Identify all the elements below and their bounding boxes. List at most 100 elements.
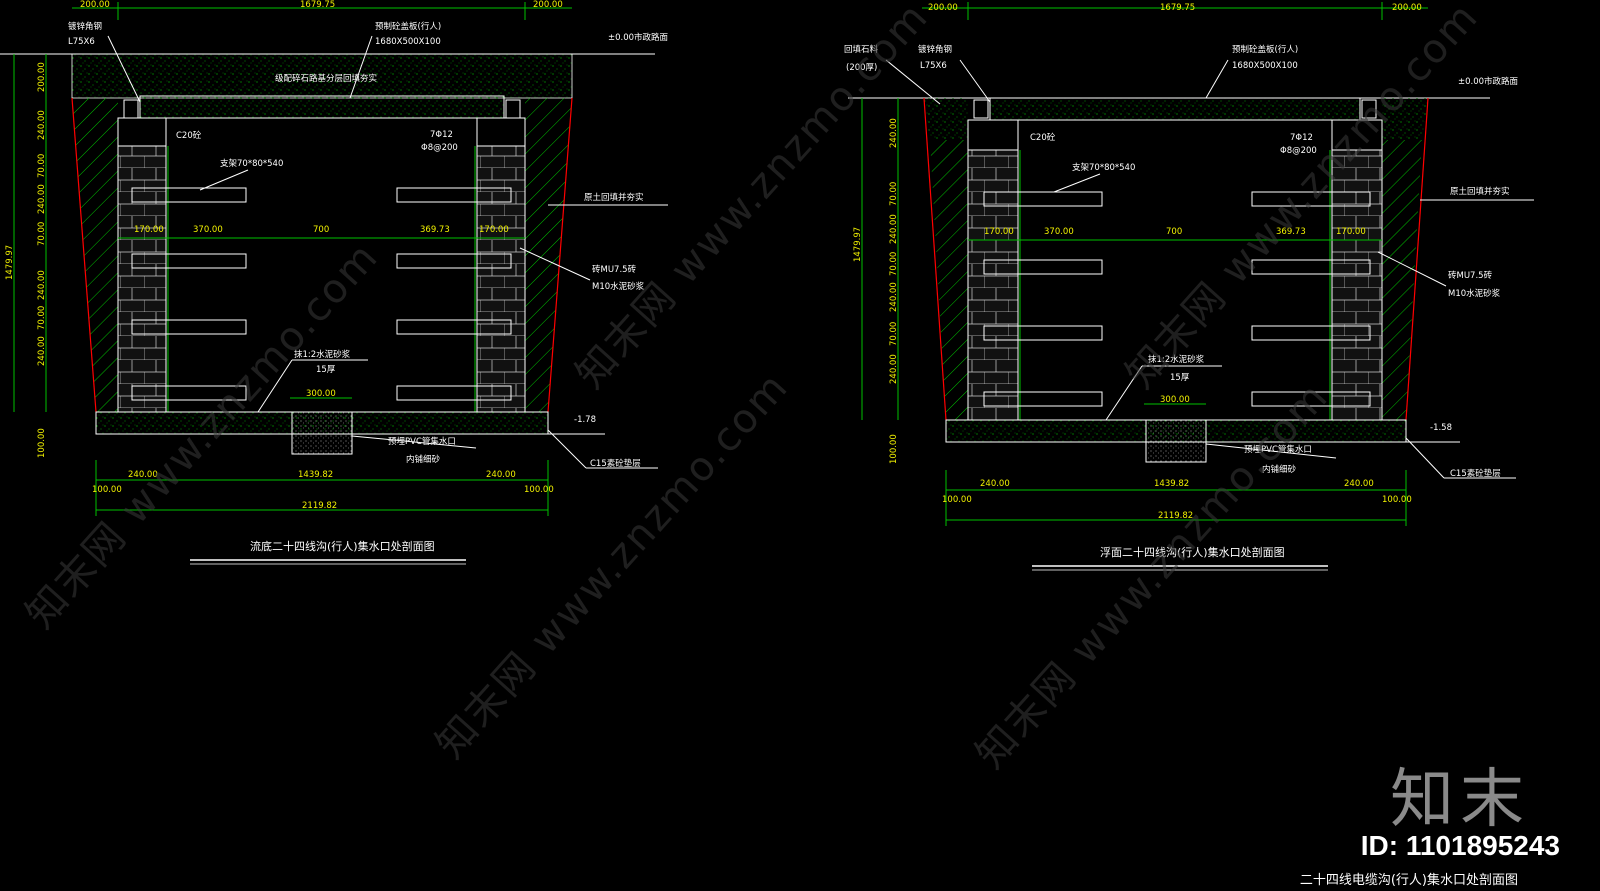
label-c15: C15素砼垫层 bbox=[1450, 468, 1501, 479]
left-dim: 240.00 bbox=[37, 336, 47, 366]
left-angle-steel bbox=[973, 99, 989, 119]
right-brick-wall bbox=[476, 145, 526, 413]
label-rebar-2: Φ8@200 bbox=[421, 143, 458, 153]
label-rebar-1: 7Φ12 bbox=[1290, 133, 1313, 143]
sump-dim: 300.00 bbox=[1160, 395, 1190, 405]
left-dim: 240.00 bbox=[37, 270, 47, 300]
bracket bbox=[131, 319, 247, 335]
bracket bbox=[131, 385, 247, 401]
left-brick-wall bbox=[117, 145, 167, 413]
bracket bbox=[131, 187, 247, 203]
left-beam bbox=[117, 117, 167, 147]
right-stone-fill bbox=[1382, 98, 1428, 140]
right-soil-hatch bbox=[525, 98, 572, 412]
right-beam bbox=[1331, 119, 1383, 151]
brand-logo: 知末 bbox=[1390, 763, 1530, 837]
annotations: 回填石料 (200厚) 镀锌角钢 L75X6 预制砼盖板(行人) 1680X50… bbox=[844, 44, 1534, 479]
left-total-dim: 1479.97 bbox=[853, 227, 863, 262]
label-brick-2: M10水泥砂浆 bbox=[1448, 288, 1501, 299]
top-dim-right: 200.00 bbox=[1392, 3, 1422, 13]
left-dim: 100.00 bbox=[889, 434, 899, 464]
label-brick-2: M10水泥砂浆 bbox=[592, 281, 645, 292]
label-backfill: 原土回填并夯实 bbox=[1450, 186, 1510, 197]
left-dim: 70.00 bbox=[889, 322, 899, 346]
left-dim: 240.00 bbox=[889, 214, 899, 244]
right-excavation-line bbox=[547, 97, 573, 413]
edge-dim-left: 100.00 bbox=[942, 495, 972, 505]
top-dim-left: 200.00 bbox=[80, 0, 110, 10]
mid-dim-4: 369.73 bbox=[1276, 227, 1306, 237]
grade-label: ±0.00市政路面 bbox=[608, 32, 669, 43]
mid-dim-5: 170.00 bbox=[479, 225, 509, 235]
bracket bbox=[396, 253, 512, 269]
top-dimension: 200.00 1679.75 200.00 bbox=[72, 0, 572, 20]
mid-dim-3: 700 bbox=[313, 225, 329, 235]
label-pvc: 预埋PVC管集水口 bbox=[1244, 444, 1312, 455]
label-rebar-1: 7Φ12 bbox=[430, 130, 453, 140]
label-angle-steel-1: 镀锌角钢 bbox=[918, 44, 952, 55]
label-sand: 内铺细砂 bbox=[1262, 464, 1297, 475]
left-dim: 240.00 bbox=[889, 282, 899, 312]
annotations: 镀锌角钢 L75X6 预制砼盖板(行人) 1680X500X100 级配碎石路基… bbox=[68, 21, 668, 469]
label-cover-2: 1680X500X100 bbox=[1232, 61, 1298, 71]
left-dim: 70.00 bbox=[889, 182, 899, 206]
label-c15: C15素砼垫层 bbox=[590, 458, 641, 469]
image-id: ID: 1101895243 bbox=[1360, 830, 1560, 861]
left-beam bbox=[967, 119, 1019, 151]
label-angle-steel-1: 镀锌角钢 bbox=[68, 21, 102, 32]
top-dim-right: 200.00 bbox=[533, 0, 563, 10]
label-brick-1: 砖MU7.5砖 bbox=[592, 264, 637, 275]
elevation-label: -1.78 bbox=[574, 415, 596, 425]
left-dim: 70.00 bbox=[37, 222, 47, 246]
total-dim: 2119.82 bbox=[302, 501, 337, 511]
right-excavation-line bbox=[1405, 97, 1429, 421]
left-dim: 240.00 bbox=[37, 184, 47, 214]
left-dim: 240.00 bbox=[889, 118, 899, 148]
label-c20: C20砼 bbox=[176, 130, 202, 141]
label-angle-steel-2: L75X6 bbox=[920, 61, 947, 71]
label-stone-2: (200厚) bbox=[846, 63, 877, 73]
label-sand: 内铺细砂 bbox=[406, 454, 441, 465]
label-bracket: 支架70*80*540 bbox=[220, 158, 283, 169]
mid-dim-1: 170.00 bbox=[134, 225, 164, 235]
bracket bbox=[1251, 325, 1371, 341]
label-c20: C20砼 bbox=[1030, 132, 1056, 143]
left-dim: 70.00 bbox=[889, 252, 899, 276]
bracket bbox=[1251, 259, 1371, 275]
bot-dim-3: 240.00 bbox=[1344, 479, 1374, 489]
bot-dim-3: 240.00 bbox=[486, 470, 516, 480]
sump-dim: 300.00 bbox=[306, 389, 336, 399]
mid-dim-4: 369.73 bbox=[420, 225, 450, 235]
mid-dimension: 170.00 370.00 700 369.73 170.00 bbox=[968, 227, 1382, 241]
left-total-dim: 1479.97 bbox=[5, 245, 15, 280]
top-dim-middle: 1679.75 bbox=[300, 0, 335, 10]
left-soil-hatch bbox=[930, 140, 968, 420]
drawing-title: 浮面二十四线沟(行人)集水口处剖面图 bbox=[1100, 545, 1285, 559]
bracket bbox=[983, 325, 1103, 341]
left-excavation-line bbox=[923, 97, 947, 421]
label-bracket: 支架70*80*540 bbox=[1072, 162, 1135, 173]
left-excavation-line bbox=[71, 97, 97, 413]
mid-dim-5: 170.00 bbox=[1336, 227, 1366, 237]
left-dim: 240.00 bbox=[889, 354, 899, 384]
cover-slab bbox=[989, 97, 1361, 121]
label-mortar-2: 15厚 bbox=[1170, 373, 1190, 383]
label-rebar-2: Φ8@200 bbox=[1280, 146, 1317, 156]
label-cover-1: 预制砼盖板(行人) bbox=[375, 21, 441, 32]
top-dim-left: 200.00 bbox=[928, 3, 958, 13]
left-angle-steel bbox=[123, 99, 139, 119]
bracket bbox=[983, 259, 1103, 275]
bracket bbox=[396, 385, 512, 401]
label-brick-1: 砖MU7.5砖 bbox=[1448, 270, 1493, 281]
left-dim: 200.00 bbox=[37, 62, 47, 92]
left-dim: 240.00 bbox=[37, 110, 47, 140]
label-pvc: 预埋PVC管集水口 bbox=[388, 436, 456, 447]
bottom-dimensions: 240.00 1439.82 240.00 100.00 100.00 2119… bbox=[942, 470, 1412, 526]
bracket bbox=[396, 187, 512, 203]
cover-slab bbox=[139, 95, 505, 119]
total-dim: 2119.82 bbox=[1158, 511, 1193, 521]
right-angle-steel bbox=[505, 99, 521, 119]
bot-dim-2: 1439.82 bbox=[298, 470, 333, 480]
sump-pit bbox=[291, 411, 353, 455]
